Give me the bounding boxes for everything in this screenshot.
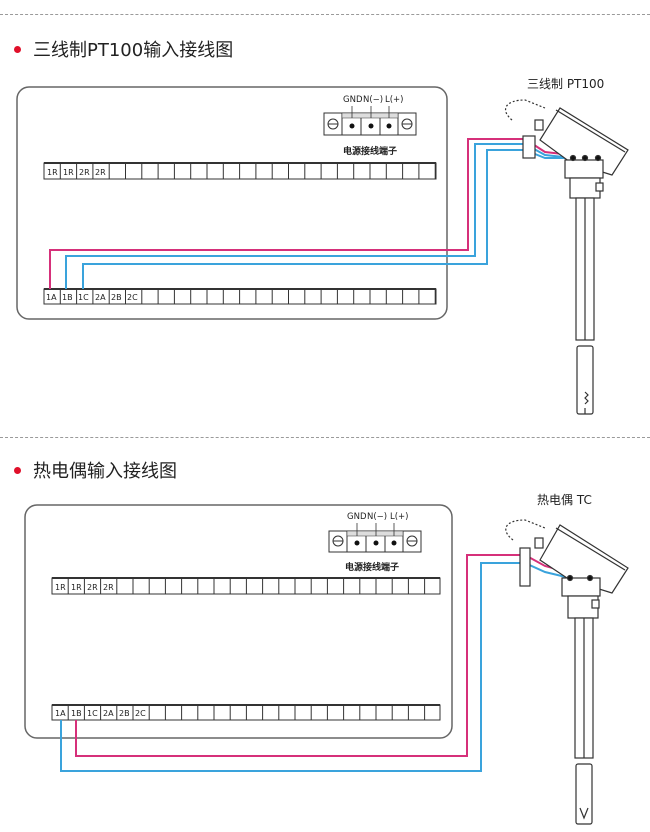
power-terminal-block [323,106,417,136]
bottom-terminal-strip [43,288,437,305]
terminal-label: 1A [46,293,57,302]
power-caption: 电源接线端子 [343,145,397,157]
power-label-gnd: GND [347,512,367,522]
device-panel [16,86,448,320]
terminal-label: 1R [55,583,66,592]
device-panel [24,504,453,739]
tc-diagram: GND N(−) L(+) 电源接线端子 1R 1R 2R 2R 1A 1B 1… [24,493,629,825]
power-label-gnd: GND [343,95,363,105]
terminal-label: 1B [71,709,82,718]
terminal-label: 1C [87,709,98,718]
terminal-label: 1R [63,168,74,177]
divider-middle [0,437,650,438]
power-label-n: N(−) [363,95,383,105]
terminal-label: 2R [95,168,106,177]
power-label-n: N(−) [367,512,387,522]
sensor-label: 三线制 PT100 [527,77,604,91]
power-terminal-block [328,523,422,553]
terminal-label: 2C [127,293,138,302]
terminal-label: 2B [111,293,122,302]
top-terminal-strip [51,577,441,595]
section-title-pt100: 三线制PT100输入接线图 [14,36,233,62]
divider-top [0,14,650,15]
terminal-label: 2R [79,168,90,177]
terminal-label: 1A [55,709,66,718]
terminal-label: 2A [103,709,114,718]
terminal-label: 2C [135,709,146,718]
top-terminal-strip [43,162,437,180]
terminal-label: 1C [78,293,89,302]
terminal-label: 1R [47,168,58,177]
terminal-label: 2B [119,709,130,718]
terminal-label: 2R [87,583,98,592]
bullet-icon [14,466,21,474]
wires [60,554,591,772]
terminal-label: 1B [62,293,73,302]
pt100-diagram: GND N(−) L(+) 电源接线端子 1R 1R 2R 2R 1A 1B 1… [16,77,629,415]
section-title-text: 三线制PT100输入接线图 [33,40,234,61]
bottom-terminal-strip [51,704,441,721]
wires [49,138,599,289]
bullet-icon [14,45,21,53]
terminal-label: 2R [103,583,114,592]
section-title-text: 热电偶输入接线图 [33,461,177,482]
power-caption: 电源接线端子 [345,561,399,573]
terminal-label: 2A [95,293,106,302]
pt100-sensor-icon [504,99,629,415]
section-title-tc: 热电偶输入接线图 [14,457,177,483]
sensor-label: 热电偶 TC [537,493,592,507]
thermocouple-sensor-icon [505,519,629,825]
power-label-l: L(+) [385,95,404,105]
terminal-label: 1R [71,583,82,592]
power-label-l: L(+) [390,512,409,522]
